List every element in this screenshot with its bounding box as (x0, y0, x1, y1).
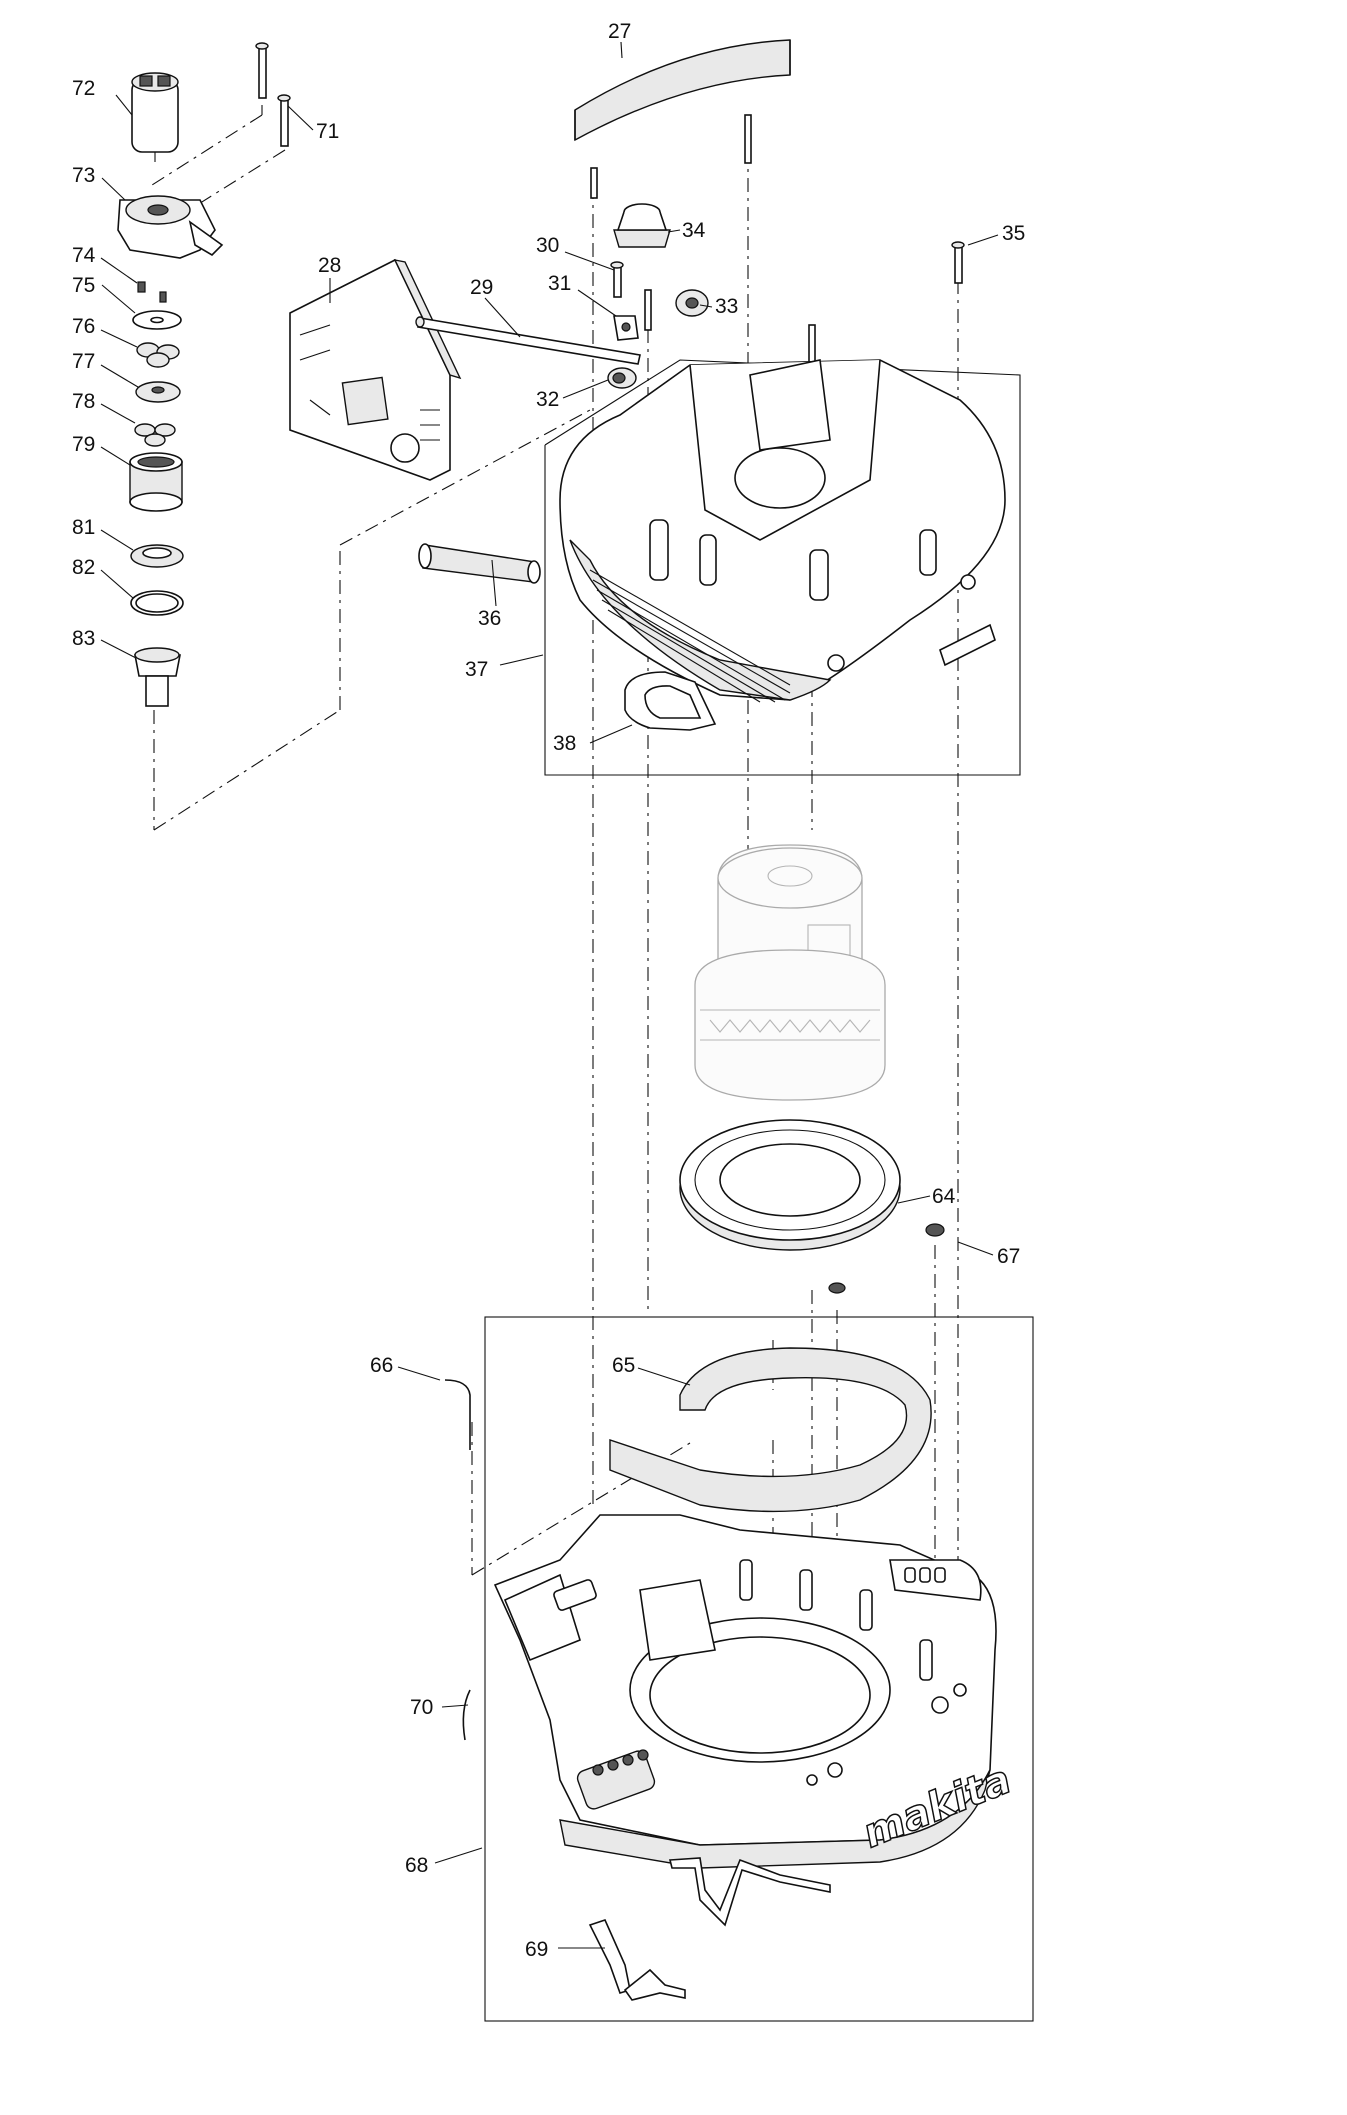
part-27-foam-strip (574, 39, 791, 142)
part-65-foam-arc (609, 1347, 932, 1513)
part-71-screws (255, 42, 291, 147)
callout-37: 37 (465, 658, 488, 681)
part-37-upper-housing (559, 359, 1006, 703)
callout-72: 72 (72, 77, 95, 100)
callout-83: 83 (72, 627, 95, 650)
part-38-gasket (624, 671, 717, 731)
callout-77: 77 (72, 350, 95, 373)
part-79-ring-gear (129, 452, 183, 512)
callout-27: 27 (608, 20, 631, 43)
part-69-springs (588, 1857, 831, 2001)
base-grip-ribs (904, 1567, 946, 1583)
callout-30: 30 (536, 234, 559, 257)
leader-lines (100, 41, 999, 1949)
callout-67: 67 (997, 1245, 1020, 1268)
callout-32: 32 (536, 388, 559, 411)
part-36-grip (418, 543, 541, 584)
part-33-grommet (675, 289, 709, 317)
callout-36: 36 (478, 607, 501, 630)
part-68-base: makita (493, 1514, 1018, 1869)
callout-31: 31 (548, 272, 571, 295)
callout-65: 65 (612, 1354, 635, 1377)
screws-upper (590, 114, 816, 366)
callout-71: 71 (316, 120, 339, 143)
part-83-spindle (134, 647, 181, 707)
callout-68: 68 (405, 1854, 428, 1877)
part-29-rod (415, 316, 641, 365)
part-72-motor (131, 72, 179, 162)
callout-73: 73 (72, 164, 95, 187)
part-82-o-ring (130, 590, 184, 616)
part-75-washer (132, 310, 182, 330)
motor-assembly (694, 844, 886, 1101)
callout-28: 28 (318, 254, 341, 277)
callout-labels: 27 28 29 30 31 32 33 34 35 36 37 38 64 6… (72, 20, 1025, 1961)
part-30-screw (610, 261, 624, 298)
callout-38: 38 (553, 732, 576, 755)
part-77-carrier (135, 381, 181, 403)
part-28-switch-box (289, 258, 462, 481)
callout-64: 64 (932, 1185, 956, 1208)
callout-34: 34 (682, 219, 706, 242)
callout-78: 78 (72, 390, 95, 413)
part-32-bushing (607, 367, 637, 389)
base-latch-buttons (576, 1749, 656, 1810)
callout-69: 69 (525, 1938, 548, 1961)
callout-70: 70 (410, 1696, 433, 1719)
lower-base-frame (484, 1316, 1034, 2022)
part-31-clamp (613, 315, 639, 341)
part-66-hook (444, 1379, 471, 1450)
part-81-bearing (130, 544, 184, 568)
part-64-seal-ring (679, 1119, 901, 1251)
part-73-gear-housing (117, 195, 224, 259)
callout-81: 81 (72, 516, 95, 539)
callout-74: 74 (72, 244, 96, 267)
callout-75: 75 (72, 274, 95, 297)
vent-slats (589, 569, 791, 703)
callout-76: 76 (72, 315, 95, 338)
part-34-cap (613, 203, 671, 248)
callout-33: 33 (715, 295, 738, 318)
part-70-clip (462, 1689, 471, 1741)
callout-82: 82 (72, 556, 95, 579)
part-76-planet-gears (136, 342, 180, 368)
part-78-planet-gears (134, 423, 176, 447)
part-35-screw (951, 241, 965, 284)
part-67-screw (828, 1223, 945, 1294)
part-74-pin (137, 281, 167, 303)
callout-66: 66 (370, 1354, 393, 1377)
callout-35: 35 (1002, 222, 1025, 245)
callout-79: 79 (72, 433, 95, 456)
upper-housing-frame (544, 359, 1021, 776)
callout-29: 29 (470, 276, 493, 299)
